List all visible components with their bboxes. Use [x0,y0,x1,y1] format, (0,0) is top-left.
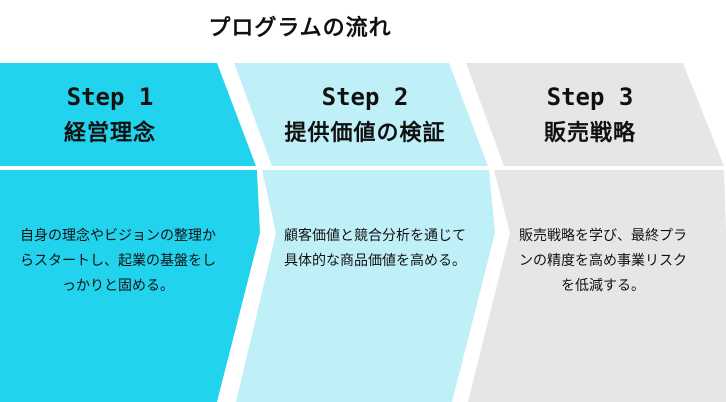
step-3-name: 販売戦略 [543,121,636,146]
step-1-header: Step 1 経営理念 [0,80,220,154]
step-1-description: 自身の理念やビジョンの整理からスタートし、起業の基盤をしっかりと固める。 [20,228,216,294]
step-1-chevron [0,63,260,402]
step-2-name: 提供価値の検証 [284,121,446,146]
step-3-chevron [466,63,726,402]
step-1-head-band [0,63,256,166]
step-2-number: Step 2 [321,83,409,111]
step-3-description: 販売戦略を学び、最終プランの精度を高め事業リスクを低減する。 [519,228,687,294]
step-2-head-band [234,63,488,166]
step-1-body [0,170,260,402]
step-2-chevron [234,63,495,402]
page-title: プログラムの流れ [208,16,392,41]
step-3-header: Step 3 販売戦略 [480,80,700,154]
step-3-number: Step 3 [546,83,634,111]
step-2-body [236,170,495,402]
step-2-header: Step 2 提供価値の検証 [255,80,475,154]
step-1-number: Step 1 [66,83,154,111]
step-2-description: 顧客価値と競合分析を通じて具体的な商品価値を高める。 [284,228,466,269]
step-3-head-band [466,63,724,166]
step-1-name: 経営理念 [63,121,156,146]
step-3-body [468,170,726,402]
